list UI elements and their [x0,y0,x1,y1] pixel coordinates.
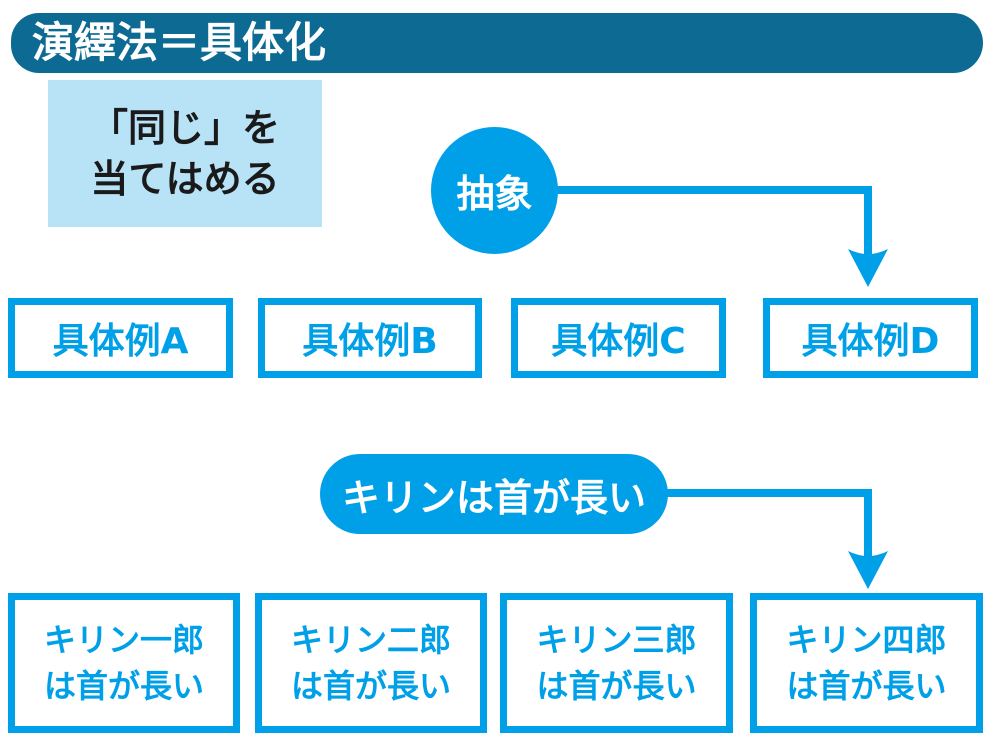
example-box-a: 具体例A [8,298,233,378]
giraffe-box-3-line-2: は首が長い [536,667,697,705]
giraffe-box-3-line-1: キリン三郎 [536,620,697,659]
example-box-d: 具体例D [763,298,978,378]
giraffe-box-2-line-2: は首が長い [290,667,451,705]
giraffe-statement-node: キリンは首が長い [320,454,668,534]
note-box: 「同じ」を 当てはめる [48,80,322,227]
example-box-c: 具体例C [511,298,726,378]
example-box-b: 具体例B [258,298,482,378]
arrow-giraffe-to-example-4 [660,489,888,589]
page-title: 演繹法＝具体化 [11,13,983,73]
giraffe-box-4-line-1: キリン四郎 [786,620,947,659]
giraffe-box-4: キリン四郎 は首が長い [750,593,983,733]
example-box-b-label: 具体例B [302,321,438,362]
note-line-1: 「同じ」を [89,106,280,151]
note-line-2: 当てはめる [90,156,280,201]
giraffe-box-3: キリン三郎 は首が長い [500,593,733,733]
giraffe-box-4-line-2: は首が長い [786,667,947,705]
abstract-node-label: 抽象 [456,172,533,216]
arrow-abstract-to-example-d [550,186,888,287]
giraffe-box-2-line-1: キリン二郎 [290,620,451,659]
example-box-d-label: 具体例D [801,321,940,362]
giraffe-box-1: キリン一郎 は首が長い [8,593,240,733]
abstract-node: 抽象 [431,127,558,254]
giraffe-box-2: キリン二郎 は首が長い [255,593,487,733]
example-box-a-label: 具体例A [52,321,189,362]
giraffe-box-1-line-1: キリン一郎 [43,620,204,659]
giraffe-statement-label: キリンは首が長い [341,475,646,520]
giraffe-box-1-line-2: は首が長い [43,667,204,705]
example-box-c-label: 具体例C [551,321,686,362]
